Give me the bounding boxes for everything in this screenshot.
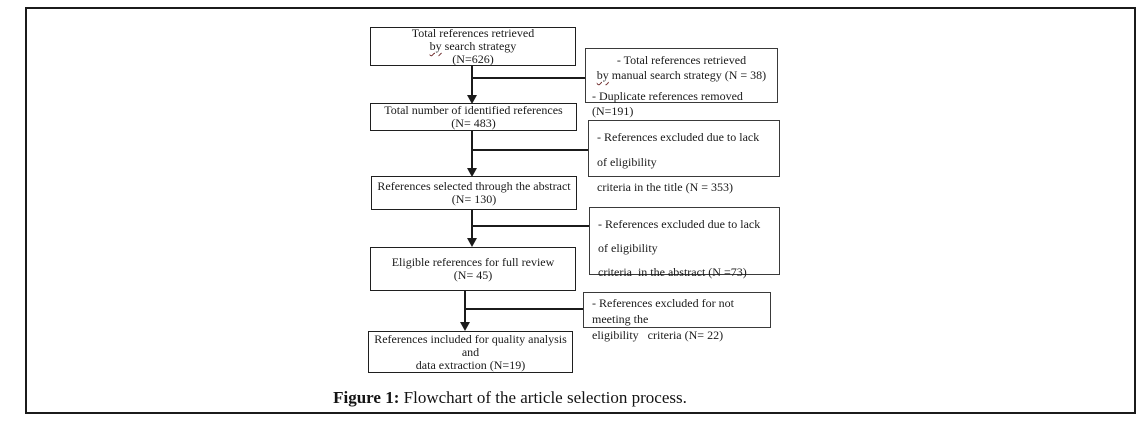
text-line: (N= 45) bbox=[453, 268, 493, 282]
side-box-excluded-eligibility: - References excluded for not meeting th… bbox=[583, 292, 771, 342]
text-line: (N= 483) bbox=[451, 116, 496, 130]
flow-box-total-references-retrieved: Total references retrieved by search str… bbox=[370, 27, 576, 66]
figure-caption: Figure 1: Flowchart of the article selec… bbox=[260, 388, 760, 408]
side-box-excluded-abstract: - References excluded due to lack of eli… bbox=[589, 207, 780, 279]
connector-line-1 bbox=[471, 66, 473, 97]
connector-line-4 bbox=[464, 291, 466, 324]
text-line: eligibility criteria (N= 22) bbox=[592, 328, 724, 342]
wavy-underlined-word: by bbox=[429, 39, 442, 53]
text-line: - References excluded due to lack of eli… bbox=[597, 130, 763, 169]
text-segment: search strategy bbox=[441, 39, 517, 53]
text-line: by manual search strategy (N = 38) bbox=[592, 68, 771, 83]
branch-line-4 bbox=[465, 308, 583, 310]
figure-border-frame bbox=[25, 7, 1136, 414]
text-line: - Total references retrieved bbox=[616, 53, 747, 67]
text-line: Eligible references for full review bbox=[391, 255, 555, 269]
text-line: by search strategy bbox=[371, 40, 575, 53]
branch-line-3 bbox=[472, 225, 589, 227]
flow-box-selected-through-abstract: References selected through the abstract… bbox=[371, 176, 577, 210]
text-line: Total references retrieved bbox=[411, 26, 535, 40]
side-box-manual-search-and-duplicates: - Total references retrieved by manual s… bbox=[585, 48, 778, 118]
arrow-down-icon bbox=[467, 238, 477, 247]
text-line: References included for quality analysis… bbox=[374, 331, 570, 359]
text-line: - References excluded for not meeting th… bbox=[592, 296, 737, 326]
wavy-underlined-word: by bbox=[596, 68, 609, 82]
branch-line-2 bbox=[472, 149, 588, 151]
branch-line-1 bbox=[472, 77, 585, 79]
side-box-excluded-title: - References excluded due to lack of eli… bbox=[588, 120, 780, 194]
text-line: Total number of identified references bbox=[384, 103, 563, 117]
text-line: data extraction (N=19) bbox=[415, 357, 526, 372]
flow-box-included-quality-analysis: References included for quality analysis… bbox=[368, 331, 573, 373]
text-line: criteria in the abstract (N =73) bbox=[598, 265, 747, 279]
text-line: - References excluded due to lack of eli… bbox=[598, 217, 764, 255]
text-line: References selected through the abstract bbox=[377, 179, 571, 193]
text-line: criteria in the title (N = 353) bbox=[597, 180, 734, 194]
arrow-down-icon bbox=[460, 322, 470, 331]
figure-caption-label: Figure 1: bbox=[333, 388, 400, 407]
text-line: (N= 130) bbox=[451, 192, 497, 206]
flow-box-eligible-full-review: Eligible references for full review (N= … bbox=[370, 247, 576, 291]
text-line: (N=626) bbox=[452, 52, 494, 66]
text-segment: manual search strategy (N = 38) bbox=[608, 68, 767, 82]
text-line: - Duplicate references removed (N=191) bbox=[592, 89, 746, 118]
figure-caption-text: Flowchart of the article selection proce… bbox=[399, 388, 687, 407]
arrow-down-icon bbox=[467, 95, 477, 104]
arrow-down-icon bbox=[467, 168, 477, 177]
flow-box-identified-references: Total number of identified references (N… bbox=[370, 103, 577, 131]
